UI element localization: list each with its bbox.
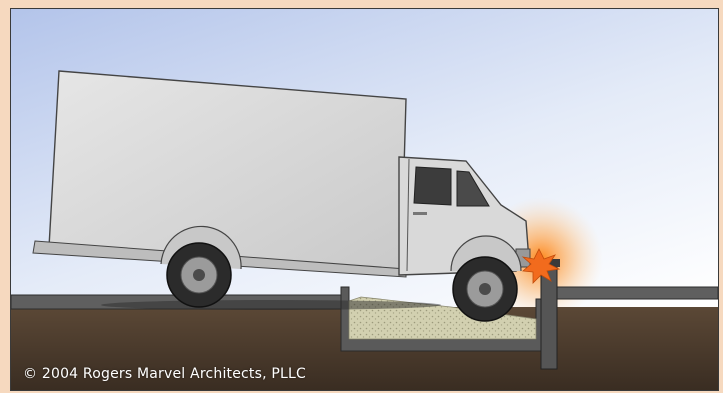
truck-barrier-illustration — [11, 9, 718, 390]
front-wheel — [453, 257, 517, 321]
copyright-caption: © 2004 Rogers Marvel Architects, PLLC — [23, 366, 306, 382]
cab-window-side — [414, 167, 451, 205]
cab-door-handle — [413, 212, 427, 215]
illustration-frame: © 2004 Rogers Marvel Architects, PLLC — [10, 8, 719, 391]
roadway-right — [556, 287, 718, 299]
rear-wheel — [167, 243, 231, 307]
truck-shadow — [101, 300, 441, 310]
